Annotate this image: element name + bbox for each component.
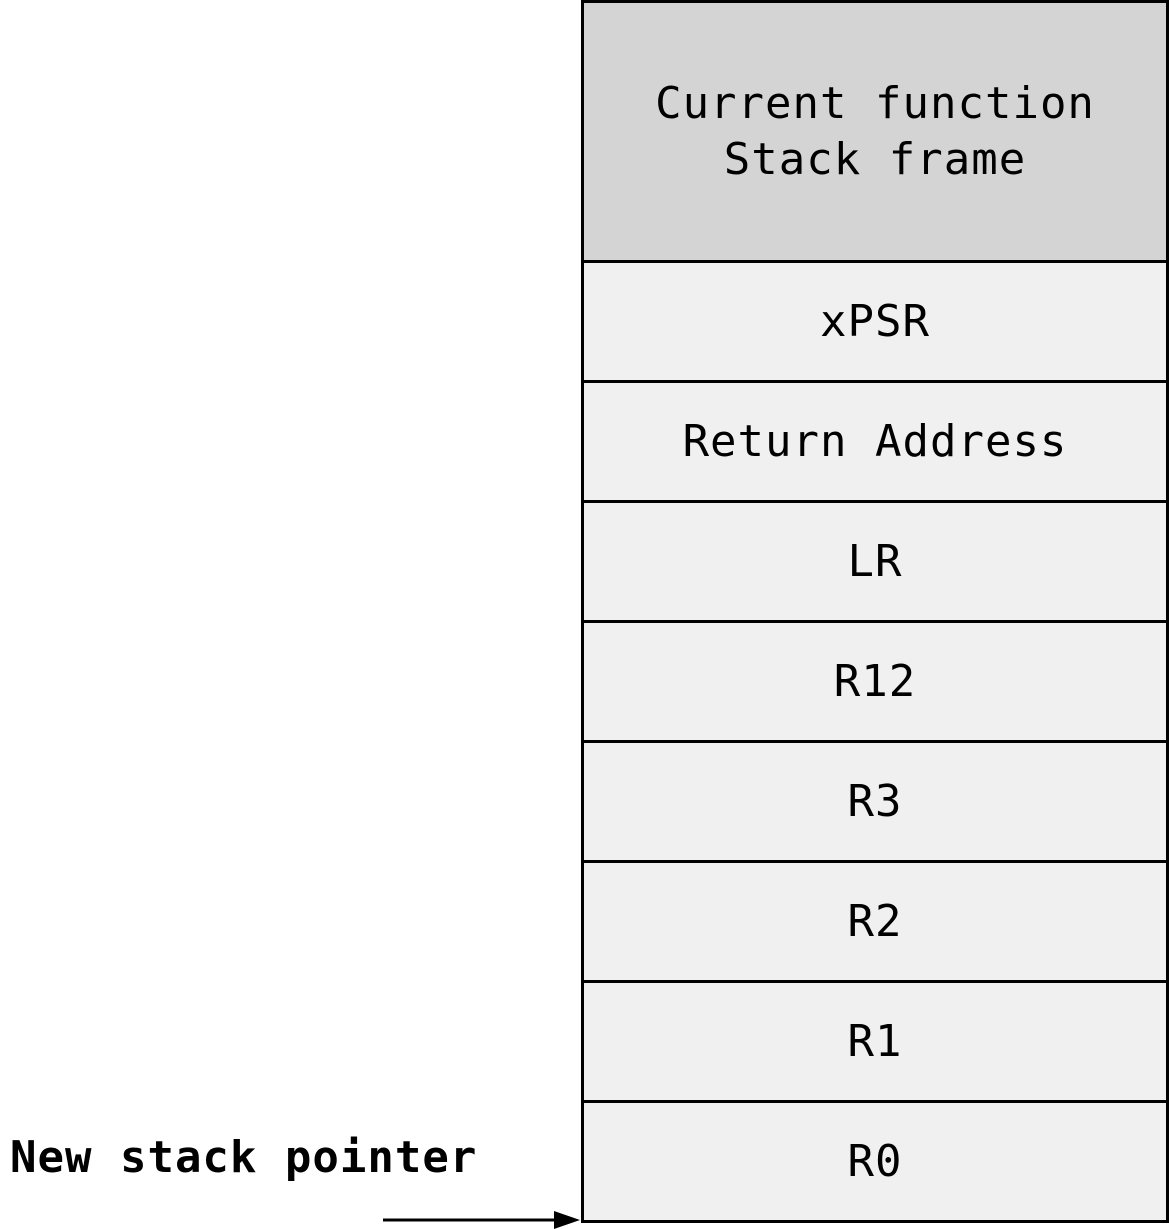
register-r1: R1 [584,983,1166,1103]
register-return-address: Return Address [584,383,1166,503]
frame-title-line2: Stack frame [723,133,1027,185]
stack-diagram: Current function Stack frame xPSR Return… [581,0,1169,1223]
arrow-head [554,1211,580,1229]
frame-title-line1: Current function [655,77,1095,129]
register-r0: R0 [584,1103,1166,1220]
register-r12: R12 [584,623,1166,743]
current-stack-frame: Current function Stack frame [584,3,1166,263]
stack-pointer-label: New stack pointer [10,1132,478,1183]
register-r3: R3 [584,743,1166,863]
register-lr: LR [584,503,1166,623]
register-xpsr: xPSR [584,263,1166,383]
register-r2: R2 [584,863,1166,983]
